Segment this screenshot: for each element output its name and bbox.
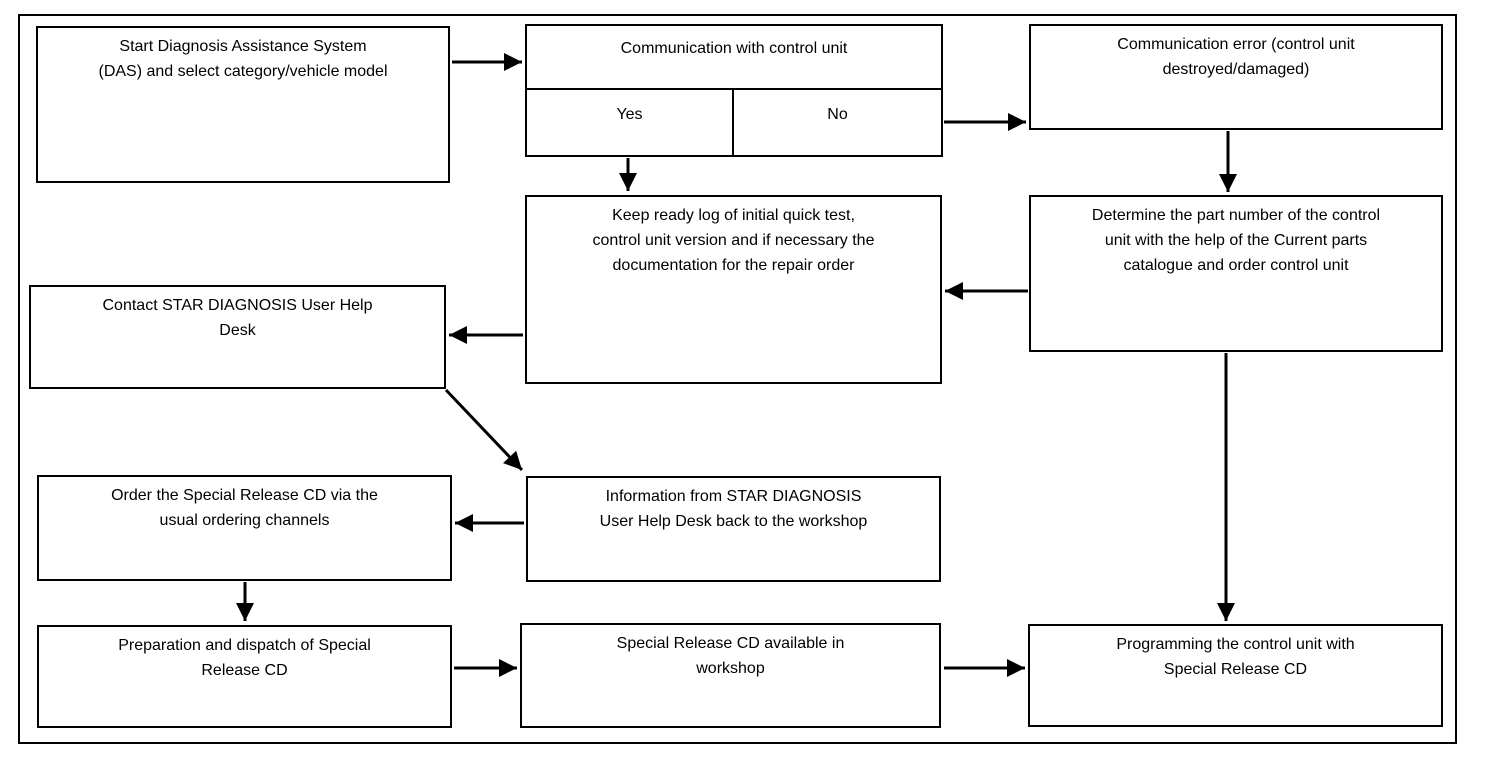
node-start-das: Start Diagnosis Assistance System (DAS) … bbox=[36, 26, 450, 183]
node-determine-part-number: Determine the part number of the control… bbox=[1029, 195, 1443, 352]
communication-yes-cell: Yes bbox=[527, 90, 734, 155]
node-communication-decision: Communication with control unit Yes No bbox=[525, 24, 943, 157]
node-information-back-to-workshop: Information from STAR DIAGNOSIS User Hel… bbox=[526, 476, 941, 582]
node-cd-available-in-workshop: Special Release CD available in workshop bbox=[520, 623, 941, 728]
diagram-border bbox=[18, 14, 1457, 744]
node-communication-title: Communication with control unit bbox=[527, 26, 941, 90]
communication-no-cell: No bbox=[827, 106, 848, 123]
node-start-das-label: Start Diagnosis Assistance System (DAS) … bbox=[98, 38, 388, 80]
node-keep-ready-log: Keep ready log of initial quick test, co… bbox=[525, 195, 942, 384]
node-communication-error: Communication error (control unit destro… bbox=[1029, 24, 1443, 130]
communication-options-row: Yes No bbox=[527, 90, 941, 155]
node-contact-help-desk: Contact STAR DIAGNOSIS User Help Desk bbox=[29, 285, 446, 389]
node-preparation-dispatch-cd: Preparation and dispatch of Special Rele… bbox=[37, 625, 452, 728]
node-programming-control-unit: Programming the control unit with Specia… bbox=[1028, 624, 1443, 727]
node-order-special-release-cd: Order the Special Release CD via the usu… bbox=[37, 475, 452, 581]
